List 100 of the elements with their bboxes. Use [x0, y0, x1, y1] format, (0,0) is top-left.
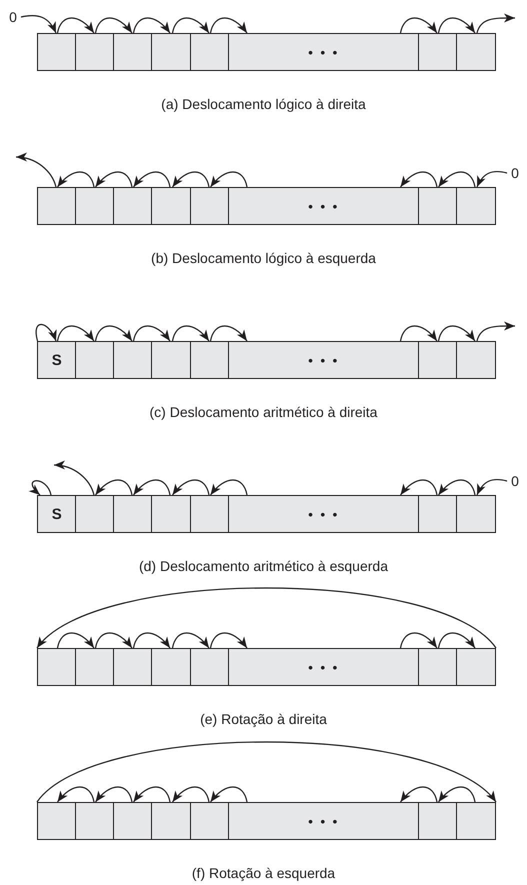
shift-arrow: [94, 632, 132, 648]
figure-caption: (f) Rotação à esquerda: [190, 864, 336, 882]
register-bit-cell: [151, 495, 192, 533]
bit-value-label: 0: [508, 472, 522, 490]
register-bit-cell: [151, 648, 192, 686]
shift-arrow: [210, 786, 248, 802]
register-bit-cell: [37, 802, 76, 840]
ellipsis-text: • • •: [308, 506, 340, 522]
shift-arrow: [54, 461, 95, 496]
register-bit-cell: [37, 341, 76, 379]
ellipsis-text: • • •: [308, 660, 340, 674]
register-bit-cell: [113, 802, 152, 840]
figure-caption: (e) Rotação à direita: [199, 710, 328, 728]
shift-arrow: [172, 171, 210, 188]
register-bit-cell: [37, 495, 76, 533]
register-bit-cell: [75, 648, 114, 686]
bit-label: S: [52, 352, 62, 368]
shift-arrow: [20, 14, 57, 34]
figure-caption: (b) Deslocamento lógico à esquerda: [150, 249, 377, 267]
shift-arrow: [438, 786, 476, 802]
register-bit-cell: [190, 495, 230, 533]
figure-caption: (c) Deslocamento aritmético à direita: [148, 403, 378, 421]
ellipsis-text: • • •: [308, 44, 340, 60]
shift-arrow: [95, 479, 133, 496]
register-bit-cell: [456, 802, 496, 840]
register-bit-cell: [151, 33, 192, 71]
shift-arrow: [400, 325, 438, 342]
register-bit-cell: [75, 802, 114, 840]
shift-arrow: [16, 153, 57, 188]
register-bit-cell: [190, 802, 230, 840]
shift-arrow: [132, 17, 170, 34]
shift-arrow: [36, 741, 496, 802]
shift-arrow: [476, 13, 515, 34]
register-bit-cell: [456, 341, 496, 379]
bit-value-label: 0: [6, 8, 20, 26]
figure-caption: (d) Deslocamento aritmético à esquerda: [138, 557, 389, 575]
ellipsis-text: • • •: [308, 814, 340, 828]
figure-caption: (a) Deslocamento lógico à direita: [160, 95, 367, 113]
register-bit-cell: [418, 802, 458, 840]
shift-arrow: [210, 171, 248, 188]
shift-arrow: [438, 479, 476, 496]
shift-arrow: [36, 587, 496, 648]
register-bit-cell: [151, 187, 192, 225]
shift-arrow: [172, 17, 210, 34]
shift-arrow: [94, 325, 132, 342]
shift-arrow: [94, 17, 132, 34]
register-bit-cell: [456, 648, 496, 686]
shift-arrow: [95, 786, 133, 802]
shift-arrow: [172, 325, 210, 342]
register-bit-cell: [190, 341, 230, 379]
shift-arrow: [28, 480, 52, 496]
shift-arrow: [132, 325, 170, 342]
shift-arrow: [210, 325, 248, 342]
shift-arrow: [210, 479, 248, 496]
register-bit-cell: [418, 495, 458, 533]
register-bit-cell: [418, 33, 458, 71]
shift-arrow: [400, 632, 438, 648]
shift-arrow: [400, 786, 438, 802]
register-bit-cell: [190, 187, 230, 225]
register-cells-ellipsis: [228, 802, 420, 840]
register-bit-cell: [37, 33, 76, 71]
register-bit-cell: [75, 341, 114, 379]
shift-arrow: [210, 632, 248, 648]
register-bit-cell: [37, 187, 76, 225]
register-bit-cell: [190, 33, 230, 71]
shift-arrow: [172, 786, 210, 802]
register-cells-ellipsis: [228, 495, 420, 533]
shift-arrow: [400, 171, 438, 188]
shift-arrow: [438, 325, 476, 342]
shift-arrow: [438, 17, 476, 34]
shift-arrow: [210, 17, 248, 34]
shift-arrow: [172, 632, 210, 648]
register-cells-ellipsis: [228, 33, 420, 71]
shift-arrow: [56, 325, 94, 342]
shift-arrow: [172, 479, 210, 496]
register-bit-cell: [151, 802, 192, 840]
shift-arrow: [36, 324, 57, 342]
shift-arrow: [476, 321, 515, 342]
shift-arrow: [95, 171, 133, 188]
shift-arrow: [438, 632, 476, 648]
register-bit-cell: [456, 33, 496, 71]
shift-arrow: [132, 632, 170, 648]
register-bit-cell: [151, 341, 192, 379]
register-bit-cell: [113, 187, 152, 225]
register-cells-ellipsis: [228, 187, 420, 225]
shift-arrow: [133, 479, 171, 496]
bit-value-label: 0: [508, 164, 522, 182]
register-bit-cell: [113, 33, 152, 71]
register-bit-cell: [75, 33, 114, 71]
register-bit-cell: [75, 187, 114, 225]
register-bit-cell: [456, 187, 496, 225]
shift-arrow: [56, 17, 94, 34]
register-bit-cell: [418, 648, 458, 686]
shift-arrow: [438, 171, 476, 188]
shift-arrow: [476, 170, 508, 188]
register-cells-ellipsis: [228, 648, 420, 686]
ellipsis-text: • • •: [308, 352, 340, 368]
shift-arrow: [133, 786, 171, 802]
shift-arrow: [56, 632, 94, 648]
register-bit-cell: [113, 495, 152, 533]
